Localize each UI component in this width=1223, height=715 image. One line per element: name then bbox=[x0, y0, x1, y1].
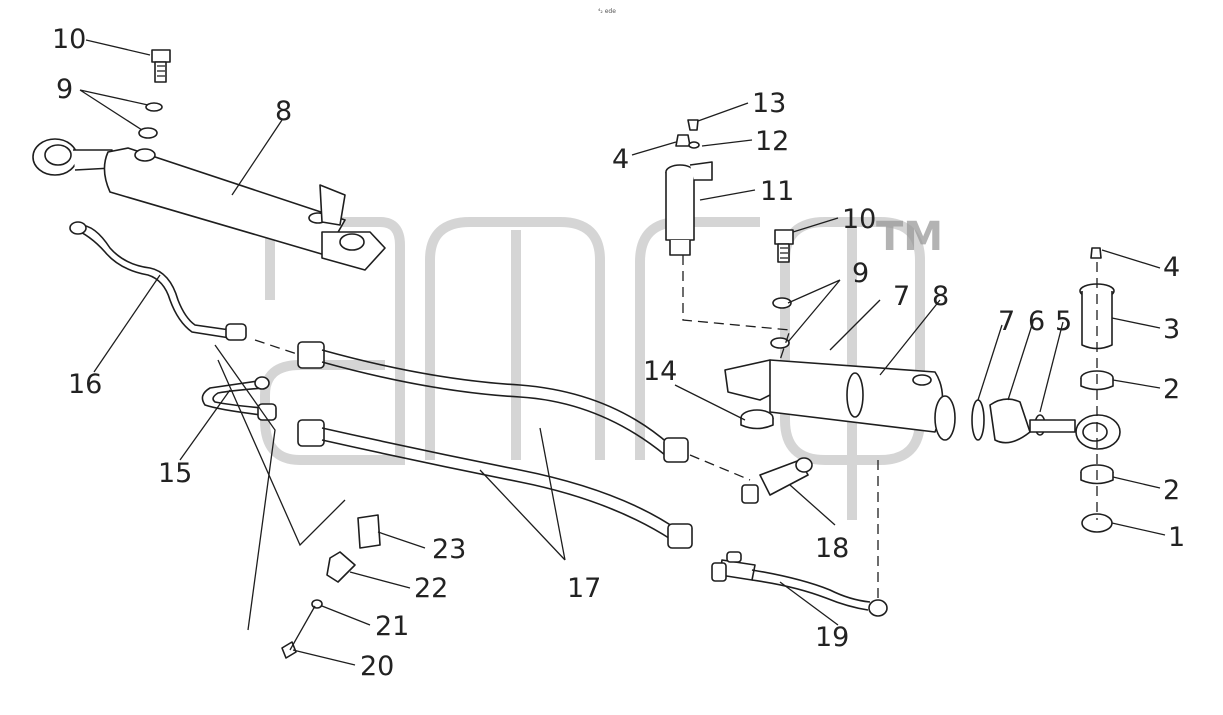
callout-2-lower: 2 bbox=[1163, 475, 1180, 506]
tee-fitting-19 bbox=[711, 551, 756, 582]
callout-8-right: 8 bbox=[932, 281, 949, 312]
callout-3: 3 bbox=[1163, 314, 1180, 345]
hose-17-upper bbox=[297, 341, 689, 463]
callout-11: 11 bbox=[760, 176, 794, 207]
boot-6 bbox=[989, 398, 1031, 444]
callout-14: 14 bbox=[643, 356, 677, 387]
grease-nipple-4-upper bbox=[675, 134, 691, 147]
callout-21: 21 bbox=[375, 611, 409, 642]
bolt-10-left bbox=[151, 49, 171, 83]
rod-right bbox=[1029, 419, 1076, 433]
washer-9-left-upper bbox=[145, 102, 163, 112]
plate-23 bbox=[357, 514, 381, 549]
callout-16: 16 bbox=[68, 369, 102, 400]
callout-10-left: 10 bbox=[52, 24, 86, 55]
hose-17-lower bbox=[297, 419, 693, 549]
guide-line-bracket bbox=[217, 359, 346, 547]
washer-9-right-lower bbox=[770, 337, 790, 349]
centerline-pin-11 bbox=[682, 255, 791, 361]
callout-5: 5 bbox=[1055, 306, 1072, 337]
centerline-17-18 bbox=[689, 454, 751, 481]
washer-12 bbox=[688, 141, 700, 149]
callout-23: 23 bbox=[432, 534, 466, 565]
bushing-14 bbox=[740, 409, 774, 430]
callout-10-right: 10 bbox=[842, 204, 876, 235]
left-cylinder-assembly bbox=[32, 49, 386, 421]
rod-eye-left bbox=[32, 138, 113, 176]
header-mark: ⁴₂ ede bbox=[598, 8, 616, 15]
pipe-15 bbox=[201, 379, 266, 416]
axis-20-21 bbox=[289, 605, 316, 651]
pipe-16-nut bbox=[225, 323, 247, 341]
washer-9-left-lower bbox=[138, 127, 158, 139]
pin-11 bbox=[665, 161, 713, 256]
tee-fitting-18 bbox=[741, 457, 813, 504]
grease-nipple-4-right bbox=[1090, 247, 1102, 259]
callout-7-body: 7 bbox=[893, 281, 910, 312]
callout-labels: 10 9 8 16 15 13 4 12 11 10 9 7 8 7 6 5 4… bbox=[52, 24, 1185, 682]
rod-eye-right bbox=[1075, 414, 1121, 450]
callout-1: 1 bbox=[1168, 522, 1185, 553]
right-cylinder-assembly bbox=[665, 119, 1121, 533]
pipe-15-end-lower bbox=[257, 403, 277, 421]
pipe-16-end bbox=[69, 221, 87, 235]
callout-13: 13 bbox=[752, 88, 786, 119]
callout-17: 17 bbox=[567, 573, 601, 604]
callout-8-left: 8 bbox=[275, 96, 292, 127]
pipe-19 bbox=[751, 569, 871, 603]
pipe-15-edge bbox=[212, 387, 266, 409]
callout-15: 15 bbox=[158, 458, 192, 489]
clamp-22 bbox=[326, 551, 356, 583]
washer-9-right-upper bbox=[772, 297, 792, 309]
bolt-10-right bbox=[774, 229, 794, 263]
pipe-19-end bbox=[868, 599, 888, 617]
washer-21 bbox=[311, 599, 323, 609]
guide-line-left bbox=[214, 344, 276, 631]
ring-7 bbox=[971, 399, 985, 441]
callout-7-ring: 7 bbox=[998, 306, 1015, 337]
pipe-15-end-upper bbox=[254, 376, 270, 390]
callout-9-left: 9 bbox=[56, 74, 73, 105]
watermark-trademark: TM bbox=[876, 214, 943, 260]
callout-9-right: 9 bbox=[852, 258, 869, 289]
callout-4-upper: 4 bbox=[612, 144, 629, 175]
callout-19: 19 bbox=[815, 622, 849, 653]
pipe-19-edge bbox=[751, 579, 869, 611]
callout-2-upper: 2 bbox=[1163, 374, 1180, 405]
leader-lines bbox=[79, 39, 1166, 666]
callout-6: 6 bbox=[1028, 306, 1045, 337]
circlip-1 bbox=[1081, 513, 1113, 533]
callout-18: 18 bbox=[815, 533, 849, 564]
pipe-16 bbox=[79, 224, 231, 331]
callout-4-right: 4 bbox=[1163, 252, 1180, 283]
callout-12: 12 bbox=[755, 126, 789, 157]
callout-20: 20 bbox=[360, 651, 394, 682]
cylinder-body-8-left bbox=[103, 147, 386, 271]
pipe-16-edge bbox=[71, 227, 231, 339]
callout-22: 22 bbox=[414, 573, 448, 604]
centerline-16-17 bbox=[254, 339, 301, 356]
screw-13 bbox=[687, 119, 699, 131]
cylinder-body-8-right bbox=[724, 359, 956, 441]
